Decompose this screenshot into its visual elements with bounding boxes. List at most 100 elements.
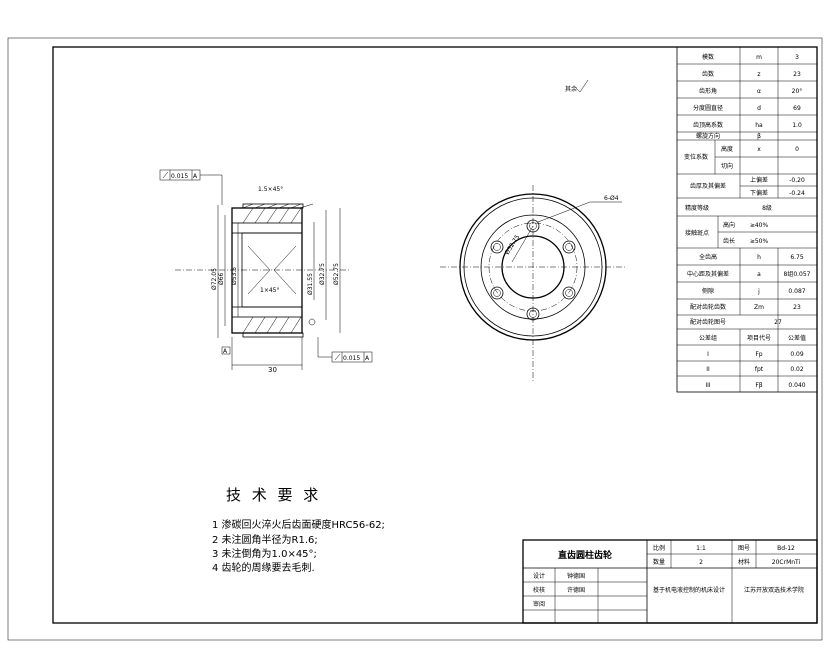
school-name: 江苏开放双选技术学院 <box>744 586 804 594</box>
tol-cell: 0.02 <box>790 366 804 373</box>
dia-dim: Ø32.75 <box>319 263 326 285</box>
tol-header: 公差值 <box>788 334 806 342</box>
tol-cell: III <box>705 382 711 389</box>
param-value: 23 <box>793 71 801 78</box>
param-symbol: Zm <box>754 304 764 311</box>
tol-ref-bot: A <box>365 355 370 362</box>
scale-value: 1:1 <box>696 545 706 552</box>
qty-label: 数量 <box>653 558 665 566</box>
tech-item: 1 渗碳回火淬火后齿面硬度HRC56-62; <box>212 518 385 531</box>
dia-dim: Ø66 <box>218 272 225 285</box>
param-value: 6.75 <box>790 254 804 261</box>
dia-dim: Ø53.5 <box>231 267 238 285</box>
param-value: 27 <box>774 319 782 326</box>
datum-label: A <box>223 348 228 355</box>
tol-cell: fpt <box>755 366 764 373</box>
roughness-symbol <box>575 79 589 93</box>
param-name: 模数 <box>702 53 714 61</box>
roughness-note: 其余 <box>565 85 577 93</box>
drawno-value: Bd-12 <box>777 545 795 552</box>
pcd-dim: Ø52.75 <box>504 234 522 256</box>
param-symbol: x <box>757 146 761 153</box>
checker: 许德国 <box>567 586 585 594</box>
tol-value-bot: 0.015 <box>343 355 360 362</box>
tol-ref-top: A <box>193 173 198 180</box>
part-name: 直齿圆柱齿轮 <box>558 549 612 561</box>
shift-sub1: 高度 <box>721 145 733 153</box>
tech-item: 3 未注倒角为1.0×45°; <box>212 547 317 560</box>
technical-requirements: 技 术 要 求 1 渗碳回火淬火后齿面硬度HRC56-62; 2 未注圆角半径为… <box>212 486 385 574</box>
param-symbol: z <box>757 71 760 78</box>
param-value: 0 <box>795 146 799 153</box>
param-name: 全齿高 <box>699 253 717 261</box>
dia-dim: Ø52.75 <box>333 263 340 285</box>
contact-l-value: ≥50% <box>750 238 769 245</box>
tol-cell: II <box>706 366 710 373</box>
param-name: 齿形角 <box>699 87 717 95</box>
param-value: 23 <box>793 304 801 311</box>
tech-item: 2 未注圆角半径为R1.6; <box>212 533 318 546</box>
project-title: 基于机电液控制的机床设计 <box>653 586 725 594</box>
param-value: 3 <box>795 54 799 61</box>
param-symbol: α <box>757 88 761 95</box>
check-label: 校核 <box>533 586 545 594</box>
tech-title: 技 术 要 求 <box>226 486 321 504</box>
design-label: 设计 <box>533 572 545 580</box>
param-symbol: m <box>756 54 762 61</box>
shift-sub2: 切向 <box>721 162 733 170</box>
material-value: 20CrMnTi <box>772 559 801 566</box>
hole-callout: 6-Ø4 <box>604 195 619 202</box>
outer-frame <box>7 37 823 641</box>
contact-h-label: 高向 <box>723 221 735 229</box>
od-dim: Ø72.05 <box>211 268 218 290</box>
param-value: 0.087 <box>788 288 805 295</box>
tol-cell: Fβ <box>755 382 762 389</box>
upper-dev-value: -0.20 <box>789 177 805 184</box>
tol-value-top: 0.015 <box>171 173 188 180</box>
gear-parameter-table: 模数 m 3 齿数 z 23 齿形角 α 20° 分度圆直径 d 69 齿顶高系… <box>676 46 818 393</box>
param-name: 齿顶高系数 <box>693 121 723 129</box>
lower-dev-label: 下偏差 <box>750 189 768 197</box>
material-label: 材料 <box>738 558 750 566</box>
param-symbol: d <box>757 105 761 112</box>
param-name: 配对齿轮齿数 <box>690 303 726 311</box>
lower-dev-value: -0.24 <box>789 190 805 197</box>
param-value: 1.0 <box>792 122 802 129</box>
contact-h-value: ≥40% <box>750 222 769 229</box>
width-dim: 30 <box>268 366 277 374</box>
chamfer-dim: 1×45° <box>260 287 279 294</box>
param-name: 齿数 <box>702 70 714 78</box>
accuracy-label: 精度等级 <box>685 204 709 212</box>
param-symbol: a <box>757 271 761 278</box>
param-name: 侧隙 <box>702 287 714 295</box>
scale-label: 比例 <box>653 544 665 552</box>
shift-label: 变位系数 <box>684 153 708 161</box>
param-name: 中心距及其偏差 <box>687 270 729 278</box>
front-view: 6-Ø4 Ø52.75 <box>440 185 625 382</box>
tol-cell: Fp <box>755 351 762 358</box>
thickness-label: 齿厚及其偏差 <box>690 182 726 190</box>
param-symbol: j <box>757 288 760 295</box>
param-symbol: h <box>757 254 761 261</box>
contact-label: 接触斑点 <box>685 229 709 237</box>
tol-header: 项目代号 <box>747 334 771 342</box>
section-view: 1.5×45° 1×45° 30 Ø72.05 Ø66 Ø53.5 Ø31.55… <box>159 169 373 374</box>
param-symbol: ha <box>755 122 763 129</box>
chamfer-dim: 1.5×45° <box>258 186 283 193</box>
tech-item: 4 齿轮的周缘要去毛刺. <box>212 561 315 574</box>
accuracy-value: 8级 <box>762 204 772 212</box>
param-name: 分度圆直径 <box>693 104 723 112</box>
param-name: 螺旋方向 <box>696 132 720 140</box>
contact-l-label: 齿长 <box>723 237 735 245</box>
param-name: 配对齿轮图号 <box>690 318 726 326</box>
param-value: 69 <box>793 105 801 112</box>
drawno-label: 图号 <box>738 545 750 552</box>
tol-header: 公差组 <box>699 334 717 342</box>
param-value: 20° <box>792 88 803 95</box>
tol-cell: 0.09 <box>790 351 804 358</box>
tol-cell: 0.040 <box>788 382 805 389</box>
review-label: 审阅 <box>533 600 545 608</box>
qty-value: 2 <box>699 559 703 566</box>
title-block: 直齿圆柱齿轮 比例 1:1 图号 Bd-12 数量 2 材料 20CrMnTi … <box>522 539 818 624</box>
